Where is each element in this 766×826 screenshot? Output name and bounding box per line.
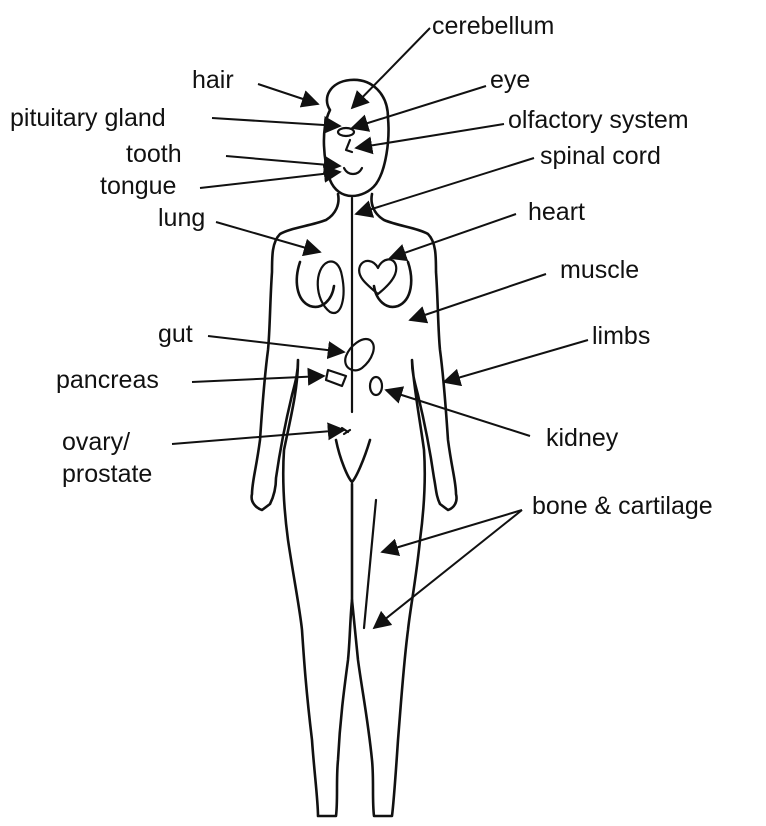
label-olfactory-system: olfactory system bbox=[508, 106, 689, 134]
arrow-pancreas bbox=[192, 376, 324, 382]
label-tooth: tooth bbox=[126, 140, 182, 168]
arrow-cerebellum bbox=[352, 28, 430, 108]
label-eye: eye bbox=[490, 66, 530, 94]
label-kidney: kidney bbox=[546, 424, 618, 452]
pituitary-shape bbox=[338, 128, 354, 136]
arrow-tongue bbox=[200, 172, 340, 188]
arrow-ovary bbox=[172, 430, 344, 444]
chest-left bbox=[297, 262, 334, 307]
label-pituitary-gland: pituitary gland bbox=[10, 104, 166, 132]
arrow-heart bbox=[390, 214, 516, 258]
label-hair: hair bbox=[192, 66, 234, 94]
arrow-olfactory bbox=[356, 124, 504, 148]
label-spinal-cord: spinal cord bbox=[540, 142, 661, 170]
nose-shape bbox=[346, 140, 352, 152]
label-pancreas: pancreas bbox=[56, 366, 159, 394]
groin-lines bbox=[336, 440, 370, 482]
gut-shape bbox=[345, 339, 374, 370]
kidney-shape bbox=[370, 377, 382, 395]
head-outline bbox=[324, 80, 389, 196]
label-limbs: limbs bbox=[592, 322, 650, 350]
label-muscle: muscle bbox=[560, 256, 639, 284]
bone-line bbox=[364, 500, 376, 628]
chest-right bbox=[374, 262, 411, 307]
heart-shape bbox=[359, 259, 396, 294]
arrow-bone-2 bbox=[374, 510, 522, 628]
arrow-eye bbox=[352, 86, 486, 128]
label-lung: lung bbox=[158, 204, 205, 232]
arrow-limbs bbox=[444, 340, 588, 382]
arrow-gut bbox=[208, 336, 344, 352]
label-gut: gut bbox=[158, 320, 193, 348]
pancreas-shape bbox=[326, 370, 346, 386]
arrow-tooth bbox=[226, 156, 340, 166]
arrow-muscle bbox=[410, 274, 546, 320]
label-prostate: prostate bbox=[62, 460, 152, 488]
mouth-shape bbox=[344, 168, 362, 174]
arrow-kidney bbox=[386, 390, 530, 436]
label-tongue: tongue bbox=[100, 172, 176, 200]
body-outline bbox=[252, 194, 457, 816]
label-ovary: ovary/ bbox=[62, 428, 130, 456]
arrow-bone-1 bbox=[382, 510, 522, 552]
label-bone-cartilage: bone & cartilage bbox=[532, 492, 713, 520]
label-heart: heart bbox=[528, 198, 585, 226]
label-cerebellum: cerebellum bbox=[432, 12, 554, 40]
arrow-pituitary bbox=[212, 118, 340, 126]
arrow-hair bbox=[258, 84, 318, 104]
